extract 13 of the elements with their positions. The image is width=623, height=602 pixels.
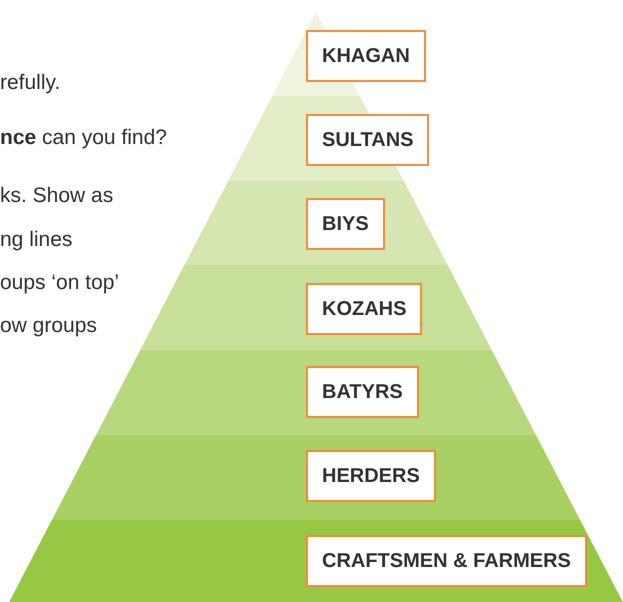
label-box: BIYS xyxy=(306,198,385,250)
label-box: KOZAHS xyxy=(306,283,422,335)
label-box: HERDERS xyxy=(306,450,436,502)
instruction-text: nce can you find? xyxy=(0,125,167,151)
instruction-text: ow groups xyxy=(0,313,97,339)
instruction-text: ks. Show as xyxy=(0,183,114,209)
label-box: CRAFTSMEN & FARMERS xyxy=(306,535,587,587)
label-box: SULTANS xyxy=(306,114,430,166)
instruction-text: refully. xyxy=(0,70,60,96)
instruction-text: ng lines xyxy=(0,227,72,253)
label-box: BATYRS xyxy=(306,366,419,418)
label-box: KHAGAN xyxy=(306,30,426,82)
instruction-text: oups ‘on top’ xyxy=(0,270,120,296)
